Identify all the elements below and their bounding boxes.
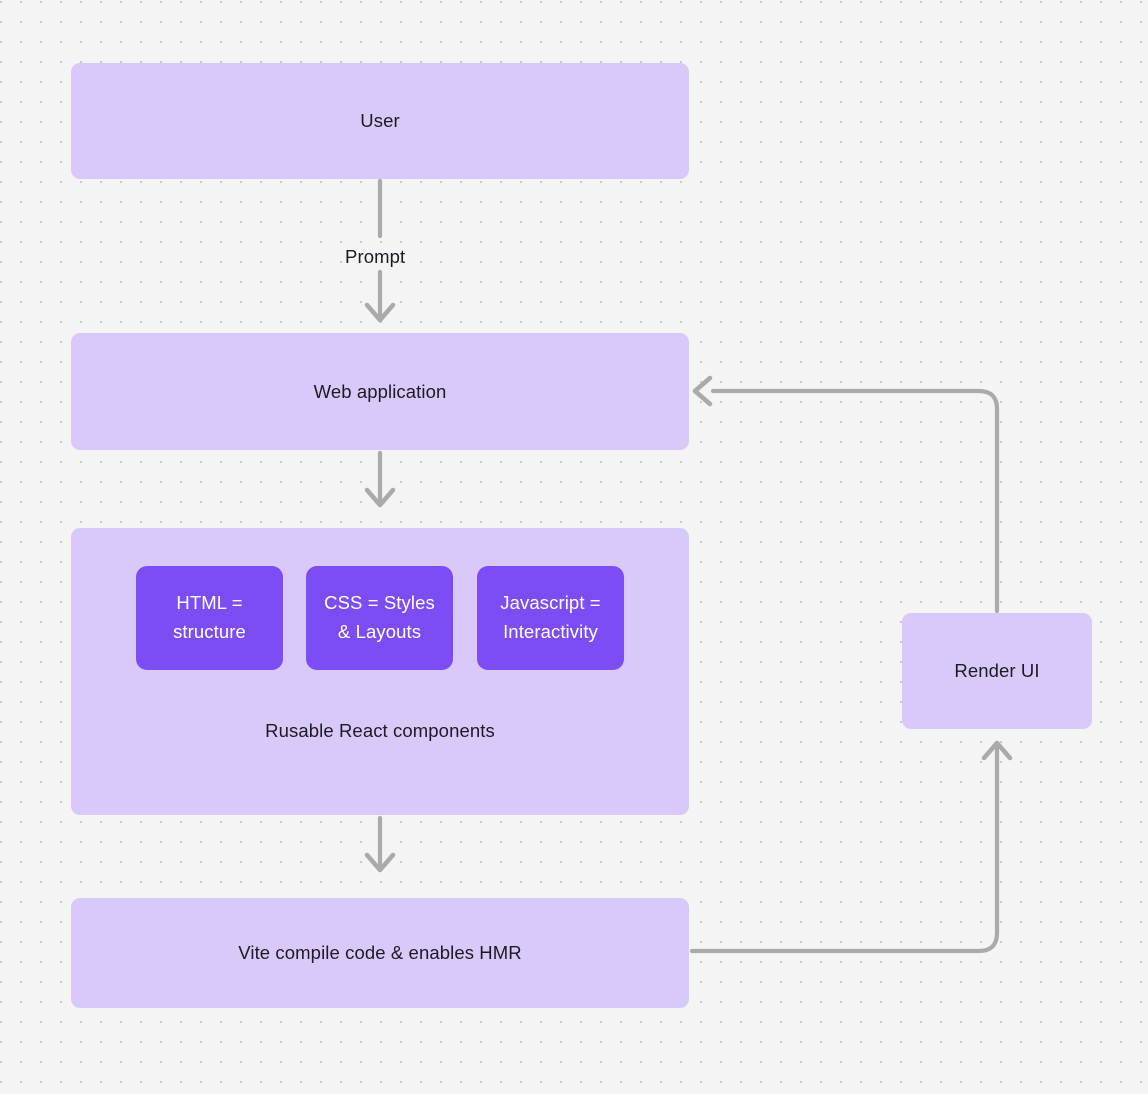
node-components-caption: Rusable React components <box>265 720 495 741</box>
node-javascript-label: Javascript = Interactivity <box>500 592 601 642</box>
node-user-label: User <box>360 110 400 132</box>
node-css[interactable]: CSS = Styles & Layouts <box>306 566 453 670</box>
node-html-label: HTML = structure <box>173 592 246 642</box>
arrowhead-down-components <box>364 487 396 508</box>
node-css-label: CSS = Styles & Layouts <box>324 592 435 642</box>
node-components-caption-wrap: Rusable React components <box>71 716 689 745</box>
arrowhead-down-vite <box>364 852 396 873</box>
edge-render-to-webapp <box>710 388 1000 614</box>
node-html[interactable]: HTML = structure <box>136 566 283 670</box>
node-render-ui[interactable]: Render UI <box>902 613 1092 729</box>
node-render-ui-label: Render UI <box>954 660 1040 682</box>
node-vite-label: Vite compile code & enables HMR <box>238 942 522 964</box>
arrowhead-down-webapp <box>364 302 396 323</box>
edge-vite-to-render <box>689 742 1000 954</box>
node-web-application-label: Web application <box>313 380 447 402</box>
arrowhead-up-render <box>981 740 1013 761</box>
node-reusable-react-components[interactable]: HTML = structure CSS = Styles & Layouts … <box>71 528 689 815</box>
node-vite[interactable]: Vite compile code & enables HMR <box>71 898 689 1008</box>
edge-label-prompt: Prompt <box>345 246 406 267</box>
node-javascript[interactable]: Javascript = Interactivity <box>477 566 624 670</box>
arrowhead-left-webapp <box>692 375 713 407</box>
node-user[interactable]: User <box>71 63 689 179</box>
node-web-application[interactable]: Web application <box>71 333 689 450</box>
